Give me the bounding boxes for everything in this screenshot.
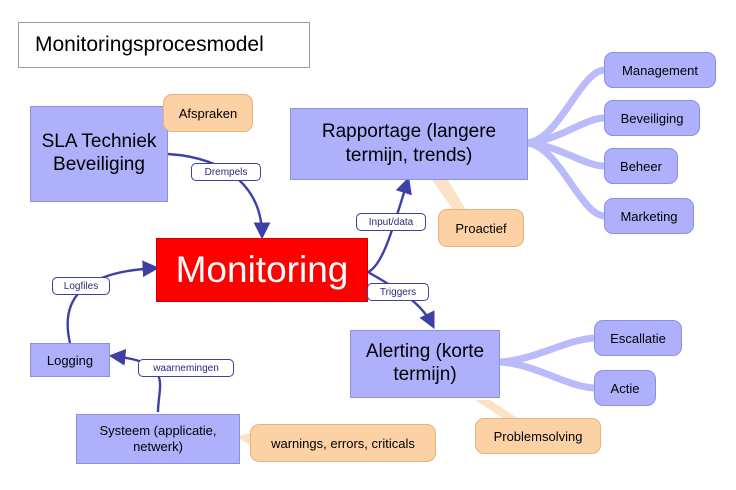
leaf-management: Management xyxy=(604,52,716,88)
diagram-title: Monitoringsprocesmodel xyxy=(18,22,310,68)
edge-label-drempels: Drempels xyxy=(191,163,261,181)
afspraken-note: Afspraken xyxy=(163,94,253,132)
leaf-escallatie: Escallatie xyxy=(594,320,682,356)
edge-label-logfiles: Logfiles xyxy=(52,277,110,295)
leaf-actie: Actie xyxy=(594,370,656,406)
systeem-node: Systeem (applicatie, netwerk) xyxy=(76,414,240,464)
problemsolving-note: Problemsolving xyxy=(475,418,601,454)
systeem-node-label: Systeem (applicatie, netwerk) xyxy=(99,422,217,454)
leaf-beveiliging: Beveiliging xyxy=(604,100,700,136)
logging-node: Logging xyxy=(30,343,110,377)
edge-label-input-data: Input/data xyxy=(356,213,426,231)
branch-connectors xyxy=(496,66,608,392)
edge-label-triggers: Triggers xyxy=(367,283,429,301)
rapportage-node-label: Rapportage (langere termijn, trends) xyxy=(321,121,497,166)
edge-label-waarnemingen: waarnemingen xyxy=(138,359,234,377)
leaf-marketing: Marketing xyxy=(604,198,694,234)
sla-node: SLA Techniek Beveiliging xyxy=(30,106,168,202)
warnings-note: warnings, errors, criticals xyxy=(250,424,436,462)
leaf-beheer: Beheer xyxy=(604,148,678,184)
alerting-node: Alerting (korte termijn) xyxy=(350,330,500,398)
monitoring-center-node: Monitoring xyxy=(156,238,368,302)
alerting-node-label: Alerting (korte termijn) xyxy=(365,341,485,385)
sla-node-label: SLA Techniek Beveiliging xyxy=(41,131,157,175)
proactief-note: Proactief xyxy=(438,209,524,247)
rapportage-node: Rapportage (langere termijn, trends) xyxy=(290,108,528,180)
